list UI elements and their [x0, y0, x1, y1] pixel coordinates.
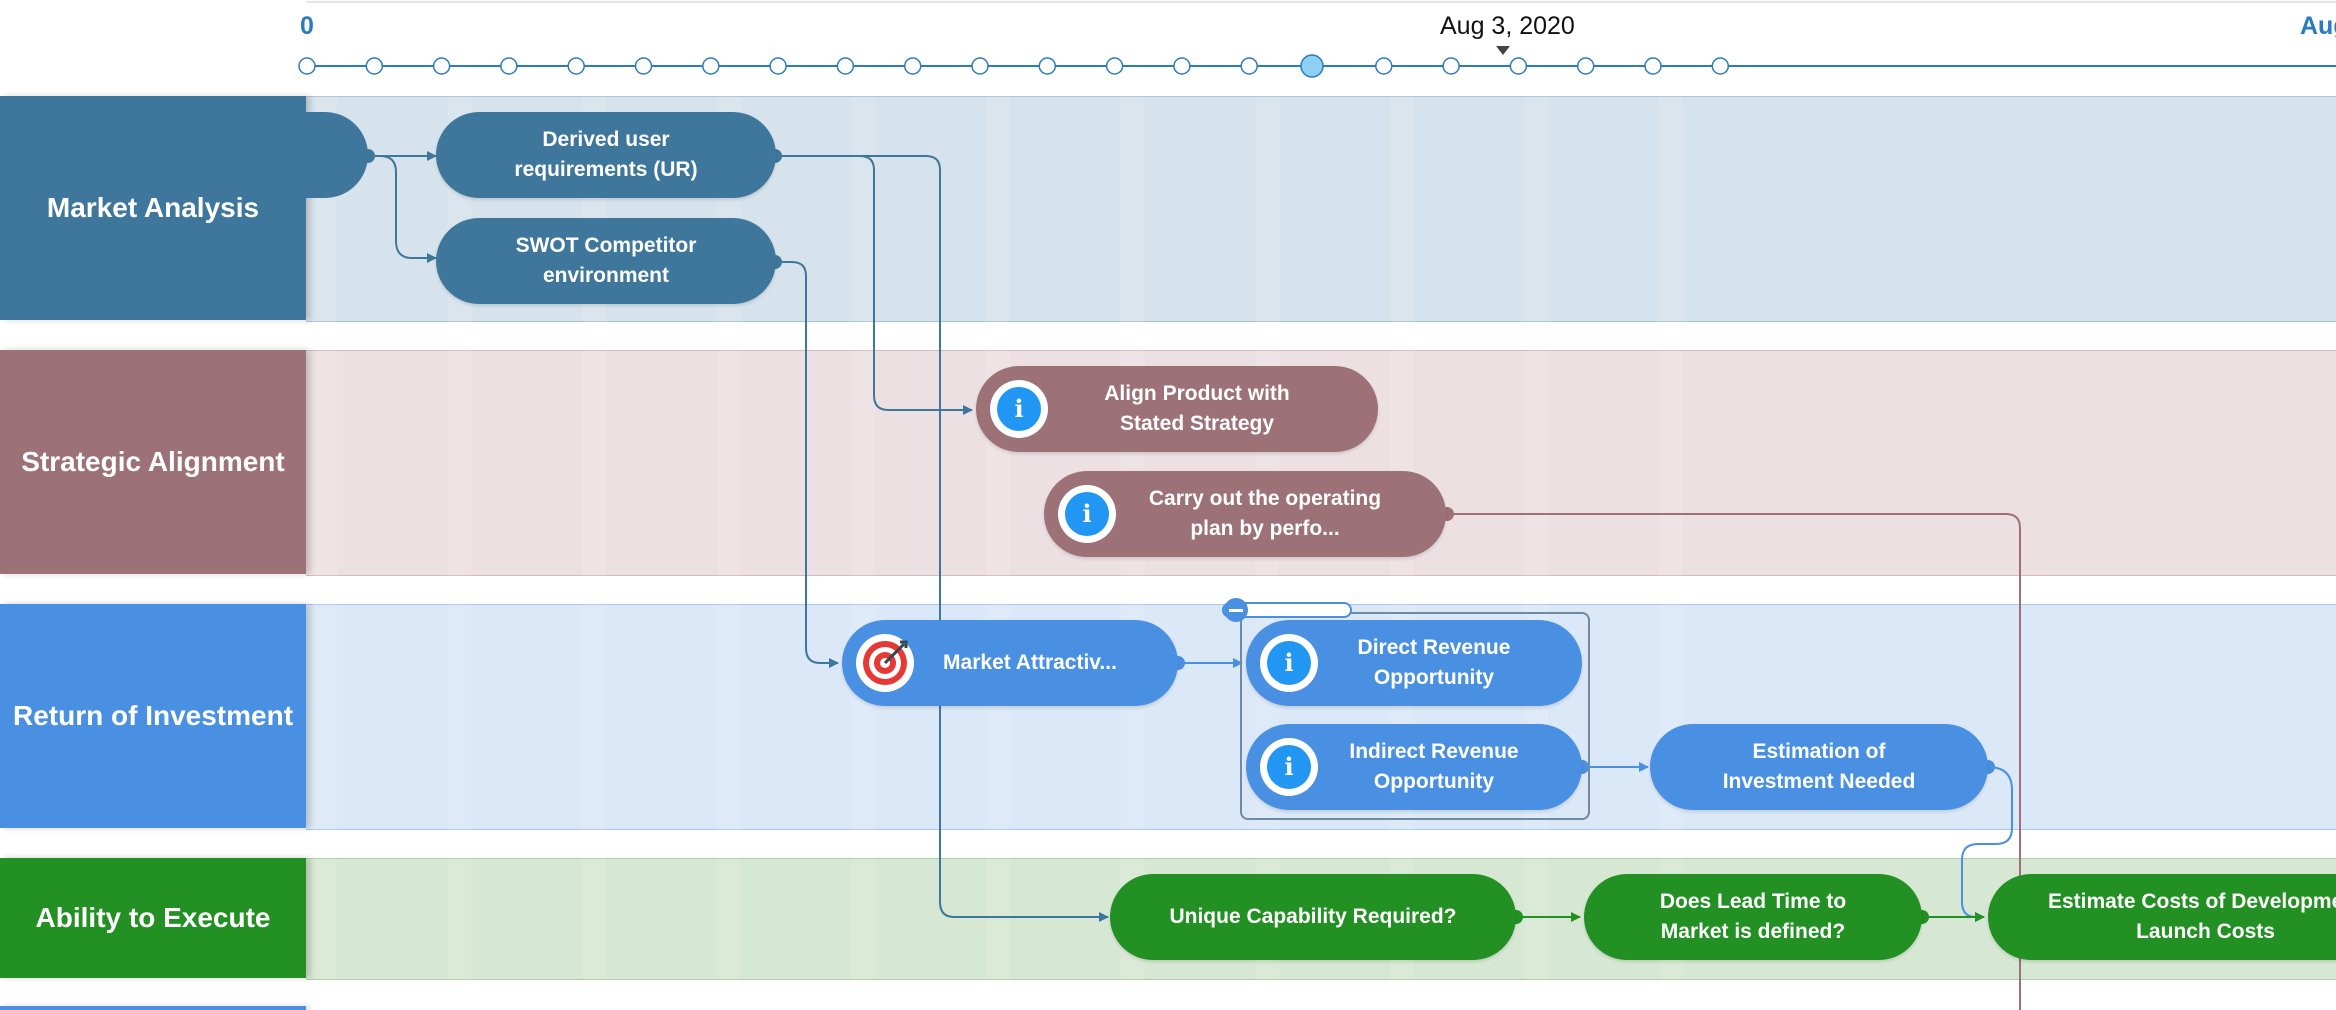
timeline-tick: [500, 57, 518, 75]
timeline-tick: [1240, 57, 1258, 75]
timeline-tick: [1105, 57, 1124, 75]
timeline-tick: [365, 57, 384, 75]
info-icon[interactable]: i: [1058, 485, 1116, 543]
timeline-tick: [1509, 57, 1528, 75]
node-unique-capability-required[interactable]: Unique Capability Required?: [1110, 874, 1516, 960]
node-align-product-with-strategy[interactable]: i Align Product with Stated Strategy: [976, 366, 1378, 452]
timeline-tick: [1711, 57, 1730, 75]
node-estimate-costs-of-development[interactable]: Estimate Costs of Development Launch Cos…: [1988, 874, 2336, 960]
revenue-opportunity-group[interactable]: [1240, 612, 1590, 820]
node-swot-competitor-environment[interactable]: SWOT Competitor environment: [436, 218, 776, 304]
timeline-column-stripe: [851, 96, 876, 980]
timeline-tick: [634, 57, 653, 75]
timeline-right-date-fragment: Aug: [2300, 12, 2336, 40]
timeline-tick: [1576, 57, 1595, 75]
info-icon[interactable]: i: [1260, 738, 1318, 796]
node-indirect-revenue-opportunity[interactable]: i Indirect Revenue Opportunity: [1246, 724, 1582, 810]
lane-label-return-of-investment[interactable]: Return of Investment: [0, 604, 306, 828]
node-carry-out-operating-plan[interactable]: i Carry out the operating plan by perfo.…: [1044, 471, 1446, 557]
timeline-tick: [1038, 57, 1057, 75]
node-market-analysis-root[interactable]: [256, 112, 368, 198]
timeline-center-date: Aug 3, 2020: [1440, 12, 1575, 40]
timeline-tick: [298, 57, 316, 75]
timeline-tick: [1644, 57, 1662, 75]
timeline-ticks: [298, 57, 1730, 75]
info-icon[interactable]: i: [990, 380, 1048, 438]
info-icon[interactable]: i: [1260, 634, 1318, 692]
timeline-tick: [836, 57, 855, 75]
timeline-left-date-fragment: 0: [300, 12, 314, 40]
timeline-tick: [432, 57, 451, 75]
lane-label-next-partial: [0, 1006, 306, 1010]
timeline-pointer: [1496, 46, 1510, 55]
collapse-icon[interactable]: [1224, 598, 1248, 622]
node-estimation-of-investment[interactable]: Estimation of Investment Needed: [1650, 724, 1988, 810]
timeline-tick: [1173, 57, 1191, 75]
timeline-tick: [567, 57, 585, 75]
lane-label-market-analysis[interactable]: Market Analysis: [0, 96, 306, 320]
timeline-tick: [1442, 57, 1460, 75]
timeline-tick: [903, 57, 922, 75]
node-market-attractiveness[interactable]: Market Attractiv...: [842, 620, 1178, 706]
timeline-column-stripe: [986, 96, 1010, 980]
timeline-tick: [1375, 57, 1393, 75]
node-derived-user-requirements[interactable]: Derived user requirements (UR): [436, 112, 776, 198]
node-direct-revenue-opportunity[interactable]: i Direct Revenue Opportunity: [1246, 620, 1582, 706]
timeline-column-stripe: [313, 96, 337, 980]
timeline-tick: [769, 57, 787, 75]
target-icon: [856, 634, 914, 692]
node-lead-time-to-market[interactable]: Does Lead Time to Market is defined?: [1584, 874, 1922, 960]
timeline-column-stripe: [1659, 96, 1683, 980]
group-collapse-tab[interactable]: [1222, 602, 1352, 618]
lane-label-ability-to-execute[interactable]: Ability to Execute: [0, 858, 306, 978]
timeline-tick: [702, 57, 720, 75]
timeline-current-marker: [1300, 54, 1324, 78]
lane-label-strategic-alignment[interactable]: Strategic Alignment: [0, 350, 306, 574]
timeline-tick: [971, 57, 989, 75]
timeline-column-stripe: [1524, 96, 1549, 980]
